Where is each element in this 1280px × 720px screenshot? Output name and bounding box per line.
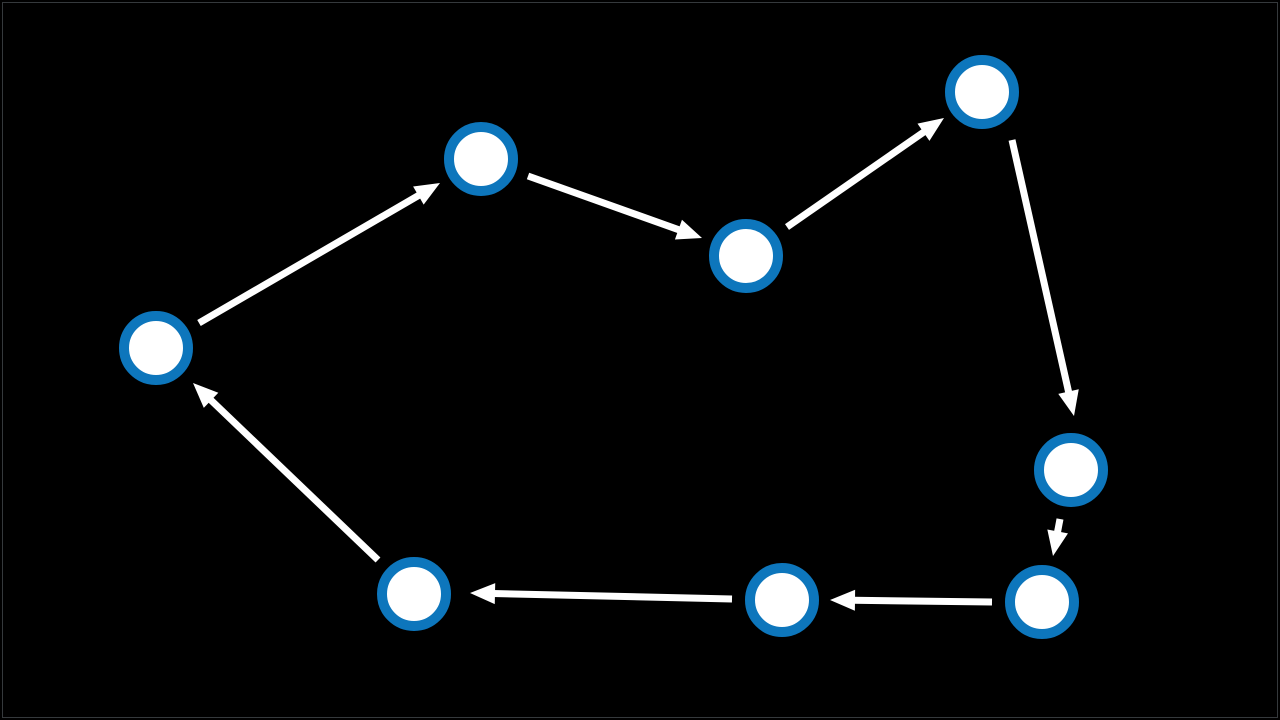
graph-node-2 [444, 122, 518, 196]
arrowhead-node-1-to-node-2 [413, 183, 440, 205]
graph-node-4 [945, 55, 1019, 129]
arrowhead-node-3-to-node-4 [917, 118, 944, 141]
graph-node-3 [709, 219, 783, 293]
arrowhead-node-2-to-node-3 [674, 219, 702, 240]
arrowhead-node-6-to-node-7 [830, 589, 856, 611]
edge-shaft-node-1-to-node-2 [197, 191, 422, 327]
graph-node-5 [1034, 433, 1108, 507]
graph-node-1 [119, 311, 193, 385]
edge-shaft-node-5-to-node-6 [1053, 518, 1064, 535]
edge-shaft-node-2-to-node-3 [526, 172, 682, 234]
edge-shaft-node-3-to-node-4 [785, 128, 928, 230]
edge-shaft-node-4-to-node-5 [1008, 139, 1073, 395]
edge-shaft-node-6-to-node-7 [852, 596, 993, 606]
arrowhead-node-4-to-node-5 [1058, 389, 1079, 416]
arrowhead-node-5-to-node-6 [1047, 529, 1068, 556]
arrowhead-node-8-to-node-1 [193, 383, 219, 408]
graph-node-6 [1005, 565, 1079, 639]
arrowhead-node-7-to-node-8 [470, 583, 496, 605]
edge-shaft-node-8-to-node-1 [207, 396, 381, 563]
graph-node-8 [377, 557, 451, 631]
graph-node-7 [745, 563, 819, 637]
edge-shaft-node-7-to-node-8 [492, 590, 733, 603]
